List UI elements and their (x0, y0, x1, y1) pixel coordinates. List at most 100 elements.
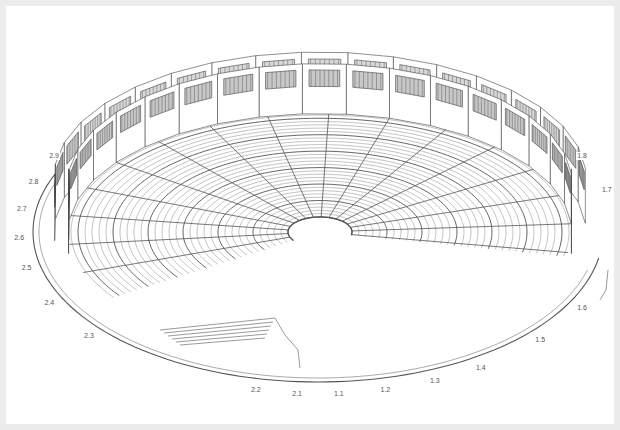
panel-hatch (250, 74, 251, 91)
panel-hatch (80, 151, 81, 168)
colonnade-panel (224, 74, 253, 95)
panel-hatch (190, 87, 191, 104)
panel-hatch (71, 170, 72, 187)
panel-hatch (194, 86, 195, 103)
panel-hatch (238, 76, 239, 93)
panel-hatch (58, 164, 59, 182)
panel-hatch (276, 72, 277, 89)
colonnade-panel (97, 121, 113, 150)
panel-hatch (523, 119, 524, 136)
panel-hatch (520, 117, 521, 133)
colonnade-panel (80, 139, 91, 169)
callout-number: 2.3 (83, 332, 95, 340)
panel-hatch (162, 96, 163, 113)
colonnade-bay (302, 64, 346, 114)
colonnade-panel (120, 105, 140, 132)
panel-hatch (422, 80, 423, 97)
panel-hatch (158, 98, 159, 115)
aisle-line (86, 188, 290, 227)
panel-hatch (554, 146, 555, 163)
panel-hatch (324, 70, 325, 87)
panel-hatch (558, 152, 559, 169)
callout-number: 1.1 (333, 390, 345, 398)
callout-number: 1.6 (576, 304, 588, 312)
panel-hatch (172, 92, 173, 109)
colonnade-bay (550, 134, 564, 204)
seat-row (148, 151, 492, 277)
panel-hatch (107, 125, 108, 142)
panel-hatch (414, 79, 415, 96)
seat-row (162, 158, 478, 274)
callout-number: 2.6 (13, 234, 25, 242)
colonnade-bay (468, 86, 501, 150)
panel-hatch (560, 153, 561, 170)
panel-hatch (205, 83, 206, 100)
aisle-line (70, 216, 288, 230)
panel-hatch (397, 76, 398, 93)
panel-hatch (572, 145, 573, 163)
colonnade-panel (71, 158, 77, 189)
panel-hatch (515, 114, 516, 130)
panel-hatch (127, 112, 128, 128)
ground-outline (33, 157, 599, 382)
aisle-line (350, 195, 559, 227)
colonnade-bay (565, 153, 572, 223)
panel-hatch (87, 144, 88, 161)
panel-hatch (478, 96, 479, 113)
panel-hatch (246, 75, 247, 92)
panel-hatch (186, 88, 187, 105)
callout-number: 2.8 (28, 178, 40, 186)
panel-hatch (280, 71, 281, 88)
panel-hatch (82, 150, 83, 167)
panel-hatch (517, 115, 518, 132)
callout-number: 1.3 (429, 377, 441, 385)
panel-hatch (58, 162, 59, 180)
panel-hatch (328, 70, 329, 87)
panel-hatch (198, 85, 199, 102)
panel-hatch (566, 165, 567, 182)
callout-number: 1.8 (576, 152, 588, 160)
aisle-line (352, 224, 571, 231)
panel-hatch (506, 109, 507, 126)
colonnade-panel (396, 75, 425, 97)
panel-hatch (545, 136, 546, 153)
panel-hatch (581, 164, 582, 182)
panel-hatch (98, 133, 99, 150)
panel-hatch (541, 133, 542, 150)
orchestra-edge (288, 217, 352, 240)
panel-hatch (581, 162, 582, 180)
callout-number: 1.5 (534, 336, 546, 344)
panel-hatch (104, 127, 105, 144)
panel-hatch (474, 95, 475, 112)
panel-hatch (580, 160, 581, 178)
panel-hatch (209, 82, 210, 99)
panel-hatch (380, 73, 381, 90)
panel-hatch (202, 84, 203, 101)
callout-number: 1.7 (601, 186, 613, 194)
panel-hatch (133, 109, 134, 126)
panel-hatch (100, 131, 101, 148)
panel-hatch (376, 73, 377, 90)
panel-hatch (570, 143, 571, 161)
panel-hatch (565, 163, 566, 180)
panel-hatch (401, 76, 402, 93)
seat-row (169, 161, 471, 272)
panel-hatch (76, 159, 77, 176)
panel-hatch (319, 70, 320, 87)
panel-hatch (481, 98, 482, 115)
panel-hatch (61, 156, 62, 174)
panel-hatch (74, 163, 75, 180)
colonnade-bay (259, 64, 302, 117)
panel-hatch (512, 112, 513, 129)
panel-hatch (484, 99, 485, 116)
seat-row (99, 128, 541, 290)
panel-hatch (293, 70, 294, 87)
panel-hatch (229, 78, 230, 95)
colonnade-bay (69, 149, 77, 219)
colonnade-panel (309, 70, 340, 87)
panel-hatch (75, 161, 76, 178)
colonnade-bay (116, 97, 145, 163)
seat-row (288, 217, 352, 240)
colonnade-panel (266, 70, 296, 89)
panel-hatch (567, 170, 568, 187)
